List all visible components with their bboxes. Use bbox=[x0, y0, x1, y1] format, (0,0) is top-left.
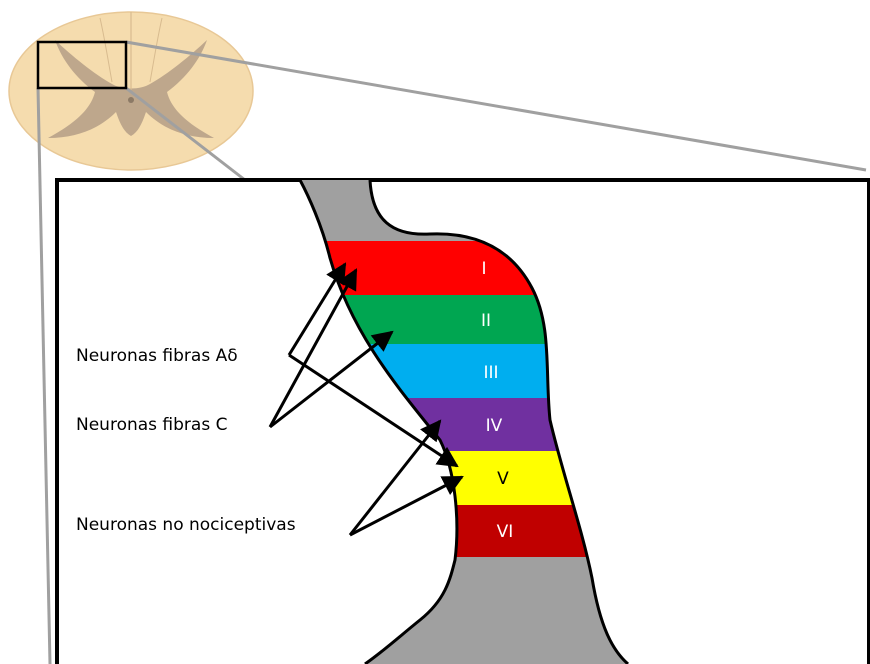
lamina-i-label: I bbox=[481, 259, 486, 279]
lamina-v-label: V bbox=[497, 469, 509, 489]
lamina-vi-label: VI bbox=[497, 522, 514, 542]
lamina-ii-label: II bbox=[481, 311, 491, 331]
label-c-fiber-neurons: Neuronas fibras C bbox=[76, 415, 227, 435]
label-non-nociceptive-neurons: Neuronas no nociceptivas bbox=[76, 515, 296, 535]
central-canal bbox=[128, 97, 134, 103]
lamina-iv-label: IV bbox=[486, 416, 503, 436]
label-a-delta-neurons: Neuronas fibras Aδ bbox=[76, 346, 238, 366]
zoom-line-left-outer bbox=[38, 88, 50, 664]
lamina-iii-label: III bbox=[483, 363, 498, 383]
